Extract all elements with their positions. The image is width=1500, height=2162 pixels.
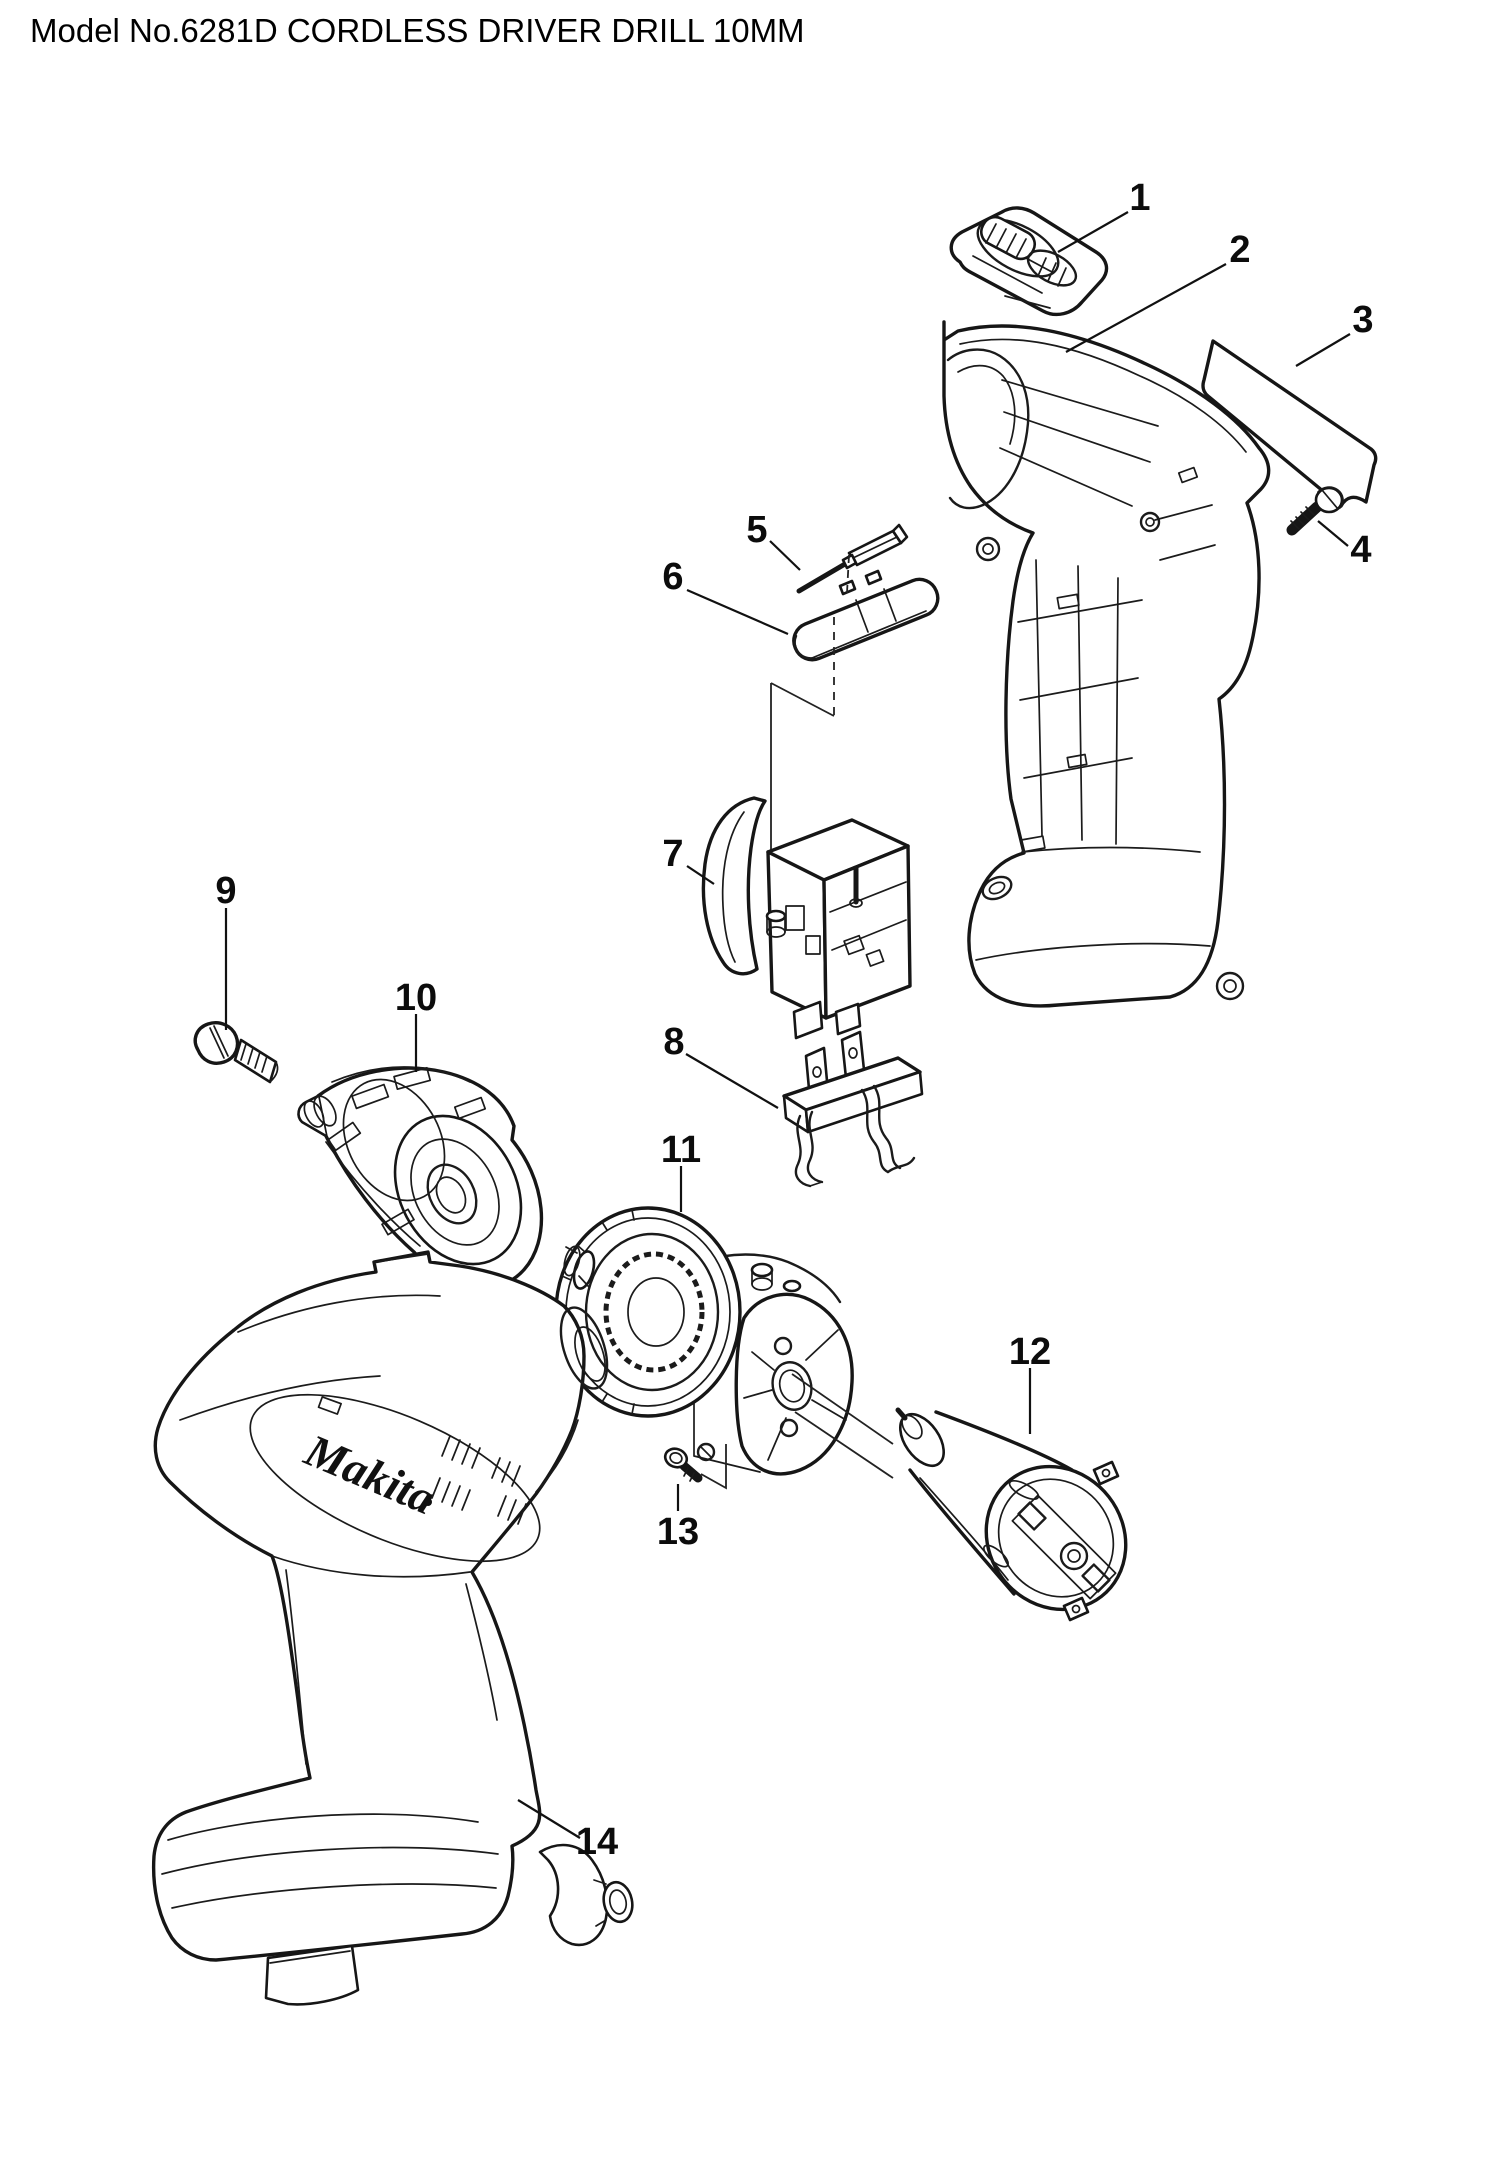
leader-line-4 [1317, 520, 1349, 547]
callout-4: 4 [1350, 529, 1371, 571]
callout-3: 3 [1352, 299, 1373, 341]
part-5-pin [796, 523, 909, 594]
leader-line-2 [1065, 263, 1227, 353]
diagram-title: Model No.6281D CORDLESS DRIVER DRILL 10M… [30, 12, 805, 49]
part-10-chuck [297, 1066, 544, 1290]
part-2-housing-half [942, 320, 1271, 1008]
part-4-screw [1286, 486, 1344, 536]
part-13-screw [663, 1444, 727, 1490]
callout-5: 5 [746, 509, 767, 551]
callout-6: 6 [662, 556, 683, 598]
part-11-gear-assembly [554, 1206, 854, 1476]
leader-line-14 [517, 1799, 581, 1839]
callout-14: 14 [576, 1821, 618, 1863]
part-1-switch-cover [949, 206, 1109, 317]
callout-2: 2 [1229, 229, 1250, 271]
callout-labels: 1 2 3 4 5 6 7 8 9 10 11 12 13 14 [215, 177, 1373, 1863]
callout-1: 1 [1129, 177, 1150, 219]
callout-12: 12 [1009, 1331, 1051, 1373]
leader-line-1 [1057, 211, 1129, 253]
part-7-switch [701, 796, 912, 1040]
part-3-name-plate [1201, 339, 1378, 508]
callout-8: 8 [663, 1021, 684, 1063]
logo-dot [424, 1498, 432, 1506]
callout-13: 13 [657, 1511, 699, 1553]
part-8-wire-holder [782, 1030, 924, 1188]
callout-10: 10 [395, 977, 437, 1019]
leader-lines [224, 211, 1351, 1839]
part-9-screw [193, 1021, 279, 1084]
part-6-release-button [792, 569, 940, 662]
leader-line-8 [685, 1053, 779, 1109]
callout-9: 9 [215, 870, 236, 912]
assembly-lines-motor [791, 1373, 894, 1479]
leader-line-5 [769, 540, 801, 571]
leader-line-6 [686, 588, 789, 636]
leader-line-7 [686, 865, 715, 885]
callout-7: 7 [662, 833, 683, 875]
part-12-motor [895, 1407, 1128, 1622]
leader-line-3 [1295, 333, 1351, 367]
part-14-tool-body: Makita [151, 1250, 634, 2006]
callout-11: 11 [661, 1129, 701, 1171]
